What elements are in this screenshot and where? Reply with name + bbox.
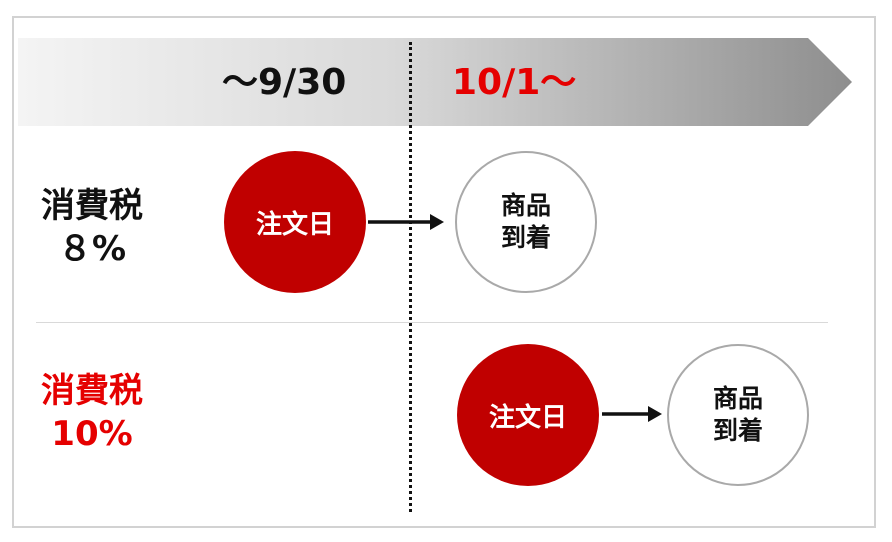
order-date-circle: 注文日	[224, 151, 366, 293]
order-date-label: 注文日	[255, 209, 334, 240]
order-date-circle: 注文日	[457, 344, 599, 486]
tax-label-line1: 消費税	[41, 186, 143, 226]
arrival-label-line2: 到着	[712, 416, 763, 445]
arrow-right-icon	[368, 214, 444, 230]
arrival-circle: 商品 到着	[455, 151, 597, 293]
tax-label-10: 消費税 10%	[22, 370, 162, 455]
arrival-label-line2: 到着	[500, 223, 551, 252]
timeline-arrow-shape	[18, 38, 852, 126]
tax-label-8: 消費税 ８%	[22, 185, 162, 270]
date-boundary-line	[409, 42, 412, 512]
arrow-right-icon	[602, 406, 662, 422]
after-date-label: 10/1～	[452, 62, 577, 103]
arrival-label-line1: 商品	[500, 190, 551, 220]
order-date-label: 注文日	[488, 402, 567, 433]
tax-label-line2: ８%	[57, 228, 127, 269]
before-date-label: ～9/30	[222, 62, 347, 103]
tax-label-line2: 10%	[51, 413, 133, 454]
arrival-label-line1: 商品	[712, 383, 763, 413]
diagram-frame	[12, 16, 876, 528]
tax-label-line1: 消費税	[41, 371, 143, 411]
row-divider	[36, 322, 828, 323]
arrival-circle: 商品 到着	[667, 344, 809, 486]
